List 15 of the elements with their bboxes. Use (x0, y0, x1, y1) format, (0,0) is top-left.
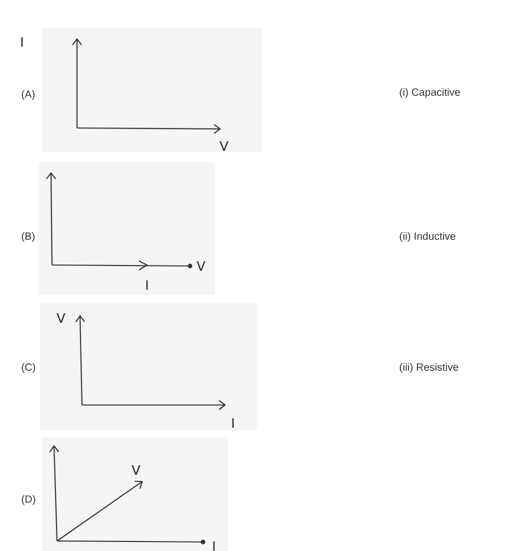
option-label: (ii) Inductive (400, 232, 456, 242)
axis-label: V (56, 313, 66, 323)
axis-label: I (146, 280, 148, 290)
axis-label: V (196, 261, 206, 271)
panel-label: (D) (22, 495, 36, 505)
option-label: (iii) Resistive (400, 363, 458, 373)
axis-label: V (132, 465, 140, 475)
axis-label: I (232, 418, 234, 428)
panel-label: (B) (22, 232, 35, 242)
axis-label: I (21, 37, 23, 47)
axis-label: V (220, 141, 228, 151)
panel-label: (A) (22, 90, 35, 100)
axis-label: I (213, 541, 215, 551)
panel-label: (C) (22, 363, 36, 373)
option-label: (i) Capacitive (400, 88, 460, 98)
